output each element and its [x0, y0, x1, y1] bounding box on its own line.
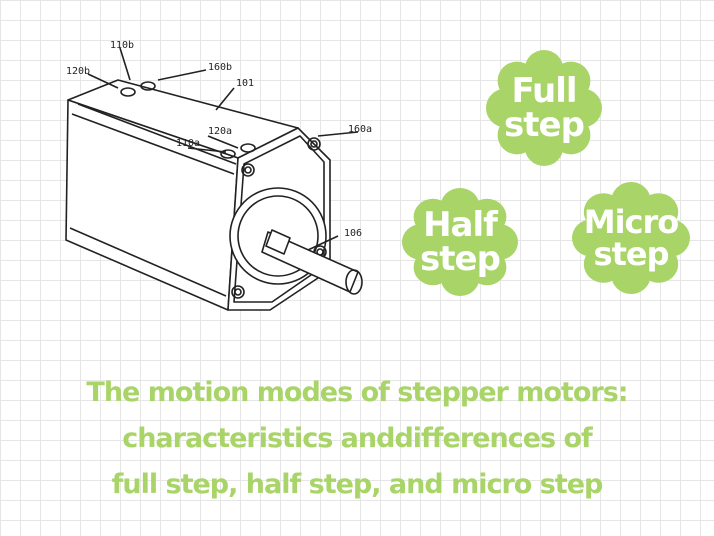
stepper-motor-illustration: 110b 120b 160b 101 120a 110a 160a 106: [58, 40, 388, 320]
half-step-line1: Half: [423, 205, 498, 245]
half-step-badge: Half step: [402, 188, 518, 296]
label-110b: 110b: [110, 40, 134, 51]
label-160a: 160a: [348, 124, 372, 135]
full-step-line1: Full: [511, 71, 577, 111]
label-101: 101: [236, 78, 254, 89]
label-160b: 160b: [208, 62, 232, 73]
label-120b: 120b: [66, 66, 90, 77]
half-step-line2: step: [420, 239, 501, 279]
motor-drawing: 110b 120b 160b 101 120a 110a 160a 106: [65, 40, 372, 311]
title-line-2: characteristics anddifferences of: [122, 423, 593, 454]
label-120a: 120a: [208, 126, 232, 137]
title-line-1: The motion modes of stepper motors:: [86, 377, 628, 408]
flower-shape-icon: [486, 50, 602, 166]
micro-step-line1: Micro: [583, 203, 680, 241]
title-line-3: full step, half step, and micro step: [111, 469, 604, 500]
micro-step-line2: step: [593, 235, 670, 273]
label-110a: 110a: [176, 138, 200, 149]
full-step-badge: Full step: [486, 50, 602, 166]
flower-shape-icon: [402, 188, 518, 296]
label-106: 106: [344, 228, 362, 239]
flower-shape-icon: [572, 182, 690, 294]
micro-step-badge: Micro step: [572, 182, 690, 294]
full-step-line2: step: [504, 105, 585, 145]
page-title: The motion modes of stepper motors: char…: [0, 370, 714, 508]
